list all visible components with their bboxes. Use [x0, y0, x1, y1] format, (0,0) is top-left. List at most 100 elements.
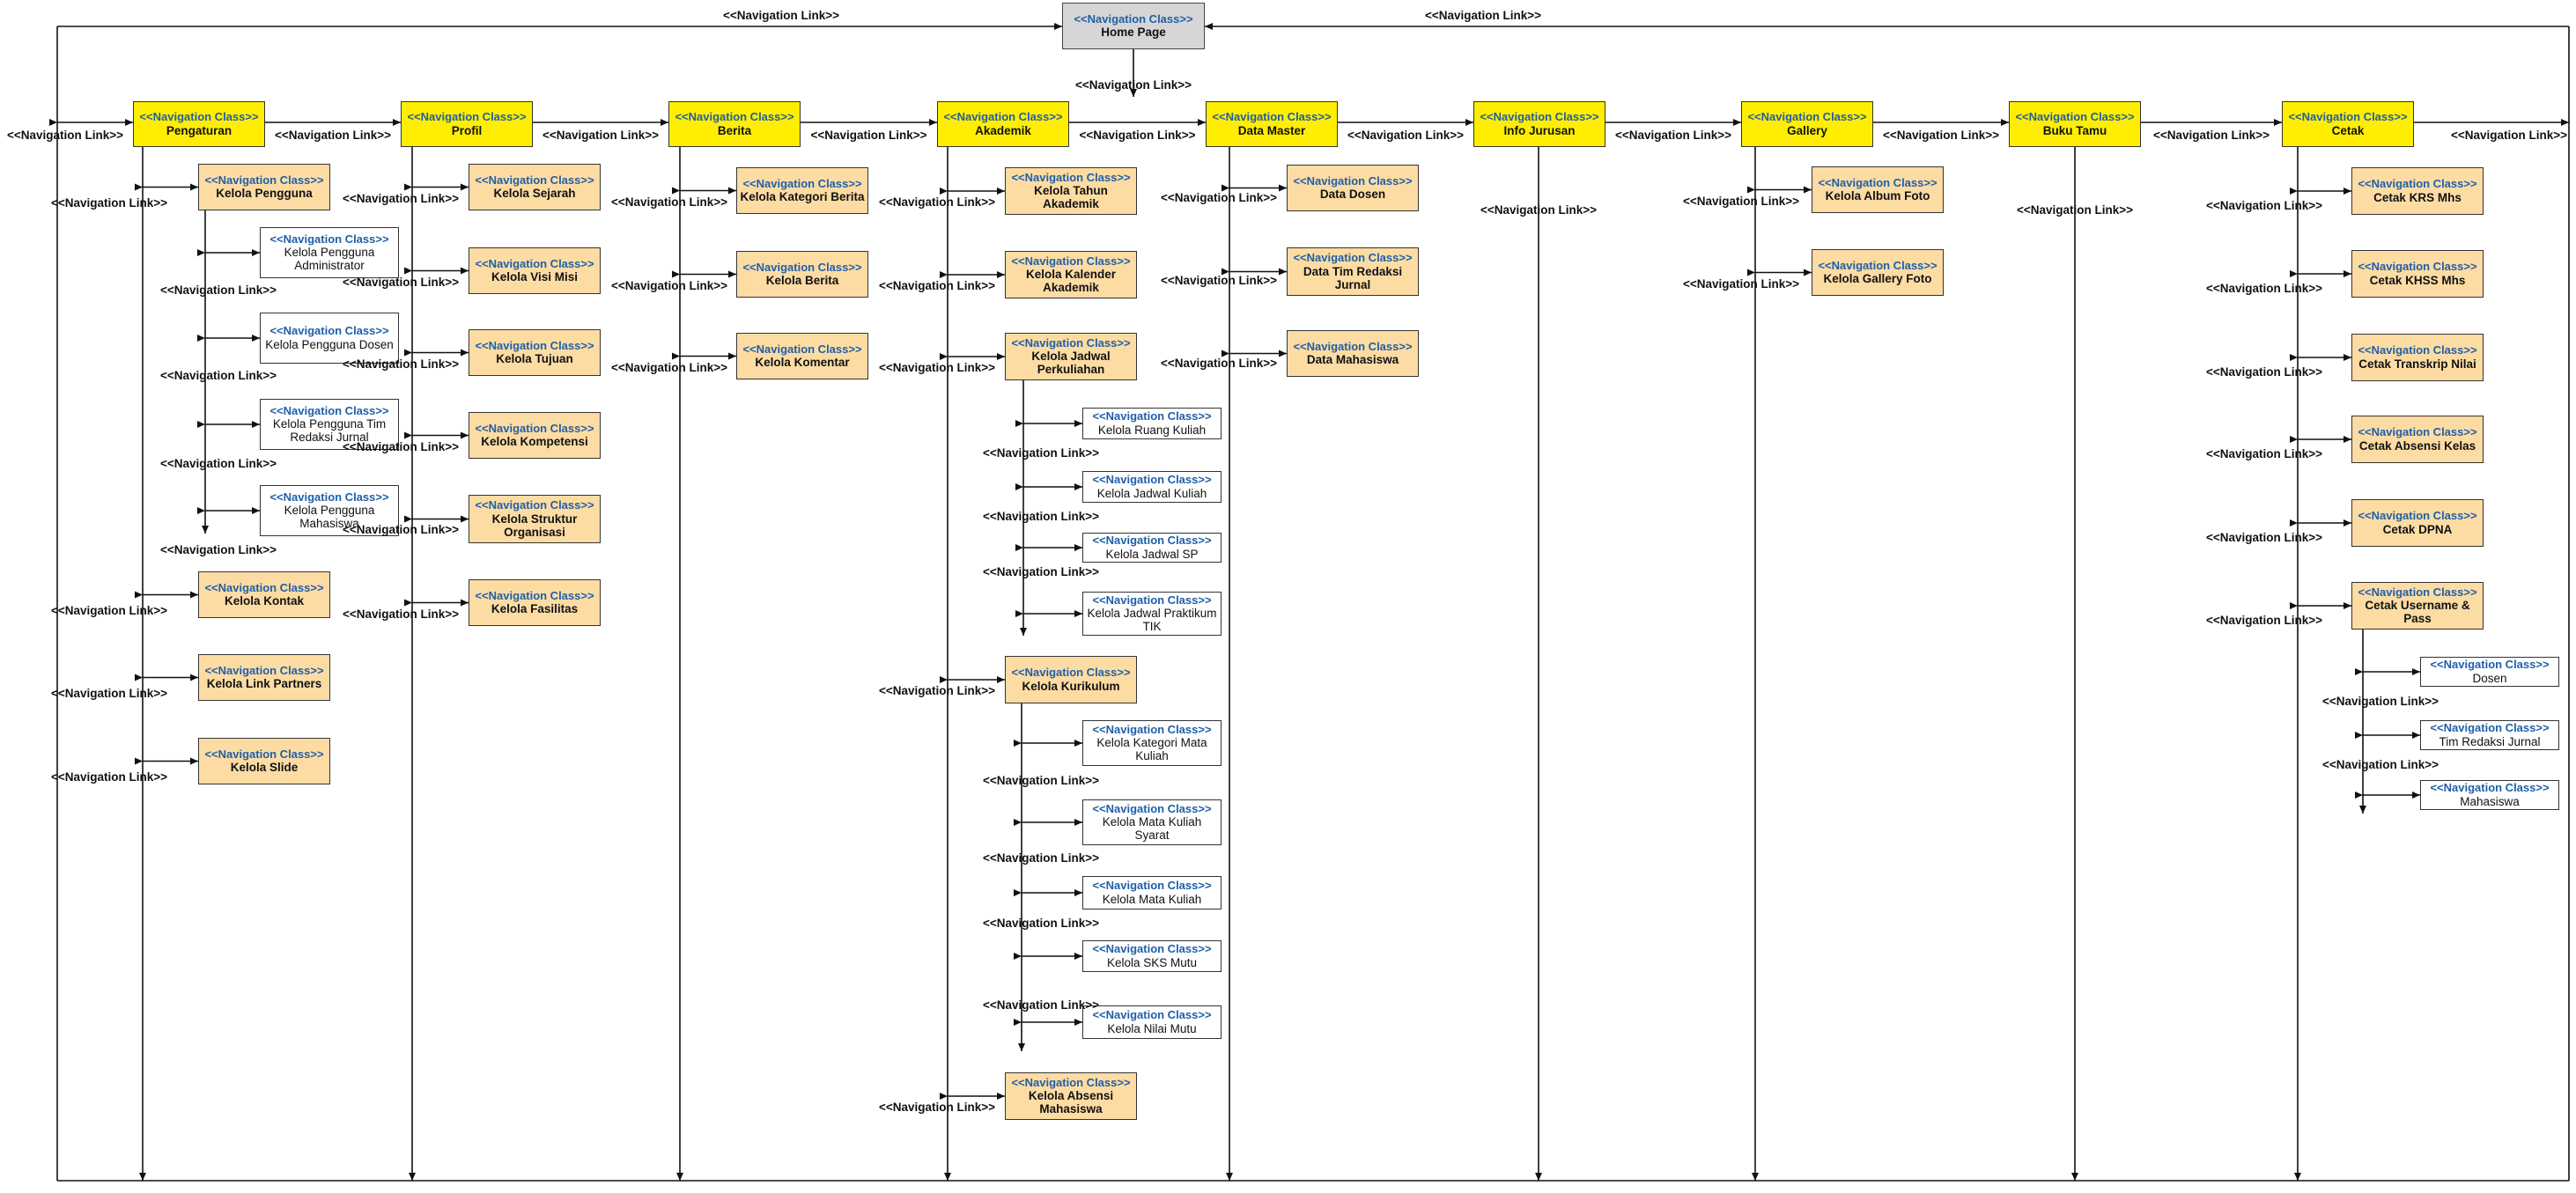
node-name: Cetak DPNA — [2382, 522, 2453, 536]
node-stereotype: <<Navigation Class>> — [204, 747, 324, 761]
node-kelola-pengguna-tim-redaksi-jurnal[interactable]: <<Navigation Class>>Kelola Pengguna Tim … — [260, 399, 399, 450]
node-mahasiswa[interactable]: <<Navigation Class>>Mahasiswa — [2420, 780, 2559, 810]
node-tim-redaksi-jurnal[interactable]: <<Navigation Class>>Tim Redaksi Jurnal — [2420, 720, 2559, 750]
navigation-link-label: <<Navigation Link>> — [50, 687, 168, 700]
node-kelola-jadwal-sp[interactable]: <<Navigation Class>>Kelola Jadwal SP — [1082, 533, 1222, 563]
node-name: Kelola Pengguna — [216, 187, 313, 201]
navigation-link-label: <<Navigation Link>> — [342, 276, 460, 289]
node-cetak-absensi-kelas[interactable]: <<Navigation Class>>Cetak Absensi Kelas — [2351, 416, 2484, 463]
node-name: Kelola Jadwal SP — [1105, 547, 1199, 561]
node-kelola-pengguna-administrator[interactable]: <<Navigation Class>>Kelola Pengguna Admi… — [260, 227, 399, 278]
node-akademik[interactable]: <<Navigation Class>>Akademik — [937, 101, 1069, 147]
node-stereotype: <<Navigation Class>> — [1212, 110, 1332, 124]
node-kelola-kategori-berita[interactable]: <<Navigation Class>>Kelola Kategori Beri… — [736, 167, 868, 214]
node-kelola-tujuan[interactable]: <<Navigation Class>>Kelola Tujuan — [469, 329, 601, 376]
navigation-link-label: <<Navigation Link>> — [6, 129, 124, 142]
node-stereotype: <<Navigation Class>> — [742, 260, 862, 274]
node-kelola-gallery-foto[interactable]: <<Navigation Class>>Kelola Gallery Foto — [1812, 249, 1944, 296]
node-kelola-kategori-mata-kuliah[interactable]: <<Navigation Class>>Kelola Kategori Mata… — [1082, 720, 1222, 766]
node-name: Berita — [717, 123, 752, 137]
node-stereotype: <<Navigation Class>> — [204, 580, 324, 594]
node-data-master[interactable]: <<Navigation Class>>Data Master — [1206, 101, 1338, 147]
node-cetak-khss-mhs[interactable]: <<Navigation Class>>Cetak KHSS Mhs — [2351, 250, 2484, 298]
node-kelola-kalender-akademik[interactable]: <<Navigation Class>>Kelola Kalender Akad… — [1005, 251, 1137, 298]
navigation-link-label: <<Navigation Link>> — [2152, 129, 2270, 142]
node-kelola-nilai-mutu[interactable]: <<Navigation Class>>Kelola Nilai Mutu — [1082, 1005, 1222, 1039]
navigation-link-label: <<Navigation Link>> — [2205, 365, 2323, 379]
node-kelola-mata-kuliah[interactable]: <<Navigation Class>>Kelola Mata Kuliah — [1082, 876, 1222, 909]
node-kelola-jadwal-perkuliahan[interactable]: <<Navigation Class>>Kelola Jadwal Perkul… — [1005, 333, 1137, 380]
navigation-link-label: <<Navigation Link>> — [159, 457, 277, 470]
node-berita[interactable]: <<Navigation Class>>Berita — [668, 101, 801, 147]
node-data-mahasiswa[interactable]: <<Navigation Class>>Data Mahasiswa — [1287, 330, 1419, 377]
node-kelola-berita[interactable]: <<Navigation Class>>Kelola Berita — [736, 251, 868, 298]
node-kelola-sks-mutu[interactable]: <<Navigation Class>>Kelola SKS Mutu — [1082, 940, 1222, 972]
node-kelola-pengguna-dosen[interactable]: <<Navigation Class>>Kelola Pengguna Dose… — [260, 313, 399, 364]
node-kelola-link-partners[interactable]: <<Navigation Class>>Kelola Link Partners — [198, 654, 330, 701]
node-kelola-album-foto[interactable]: <<Navigation Class>>Kelola Album Foto — [1812, 166, 1944, 213]
node-stereotype: <<Navigation Class>> — [269, 232, 389, 246]
node-kelola-visi-misi[interactable]: <<Navigation Class>>Kelola Visi Misi — [469, 247, 601, 294]
node-stereotype: <<Navigation Class>> — [204, 663, 324, 677]
node-cetak[interactable]: <<Navigation Class>>Cetak — [2282, 101, 2414, 147]
node-name: Data Dosen — [1319, 188, 1386, 202]
navigation-link-label: <<Navigation Link>> — [342, 192, 460, 205]
node-stereotype: <<Navigation Class>> — [1092, 942, 1212, 956]
navigation-link-label: <<Navigation Link>> — [2205, 614, 2323, 627]
node-stereotype: <<Navigation Class>> — [407, 110, 527, 124]
node-pengaturan[interactable]: <<Navigation Class>>Pengaturan — [133, 101, 265, 147]
navigation-link-label: <<Navigation Link>> — [878, 279, 996, 292]
node-name: Kelola Ruang Kuliah — [1097, 423, 1207, 437]
node-cetak-transkrip-nilai[interactable]: <<Navigation Class>>Cetak Transkrip Nila… — [2351, 334, 2484, 381]
node-home-page[interactable]: <<Navigation Class>>Home Page — [1062, 3, 1205, 49]
navigation-link-label: <<Navigation Link>> — [878, 1101, 996, 1114]
node-cetak-dpna[interactable]: <<Navigation Class>>Cetak DPNA — [2351, 499, 2484, 547]
navigation-link-label: <<Navigation Link>> — [159, 369, 277, 382]
node-kelola-absensi-mahasiswa[interactable]: <<Navigation Class>>Kelola Absensi Mahas… — [1005, 1072, 1137, 1120]
node-cetak-krs-mhs[interactable]: <<Navigation Class>>Cetak KRS Mhs — [2351, 167, 2484, 215]
node-name: Data Master — [1237, 123, 1306, 137]
node-data-tim-redaksi-jurnal[interactable]: <<Navigation Class>>Data Tim Redaksi Jur… — [1287, 247, 1419, 296]
node-dosen[interactable]: <<Navigation Class>>Dosen — [2420, 657, 2559, 687]
node-kelola-struktur-organisasi[interactable]: <<Navigation Class>>Kelola Struktur Orga… — [469, 495, 601, 543]
node-kelola-mata-kuliah-syarat[interactable]: <<Navigation Class>>Kelola Mata Kuliah S… — [1082, 799, 1222, 845]
node-kelola-ruang-kuliah[interactable]: <<Navigation Class>>Kelola Ruang Kuliah — [1082, 408, 1222, 439]
node-profil[interactable]: <<Navigation Class>>Profil — [401, 101, 533, 147]
node-stereotype: <<Navigation Class>> — [1293, 339, 1413, 353]
navigation-link-label: <<Navigation Link>> — [610, 195, 728, 209]
node-kelola-sejarah[interactable]: <<Navigation Class>>Kelola Sejarah — [469, 164, 601, 210]
node-cetak-username-pass[interactable]: <<Navigation Class>>Cetak Username & Pas… — [2351, 582, 2484, 630]
node-kelola-kontak[interactable]: <<Navigation Class>>Kelola Kontak — [198, 571, 330, 618]
node-gallery[interactable]: <<Navigation Class>>Gallery — [1741, 101, 1873, 147]
navigation-link-label: <<Navigation Link>> — [2205, 199, 2323, 212]
node-kelola-jadwal-praktikum-tik[interactable]: <<Navigation Class>>Kelola Jadwal Prakti… — [1082, 592, 1222, 636]
navigation-link-label: <<Navigation Link>> — [2205, 531, 2323, 544]
node-kelola-tahun-akademik[interactable]: <<Navigation Class>>Kelola Tahun Akademi… — [1005, 167, 1137, 215]
node-kelola-pengguna[interactable]: <<Navigation Class>>Kelola Pengguna — [198, 164, 330, 210]
node-stereotype: <<Navigation Class>> — [2430, 658, 2550, 672]
node-kelola-slide[interactable]: <<Navigation Class>>Kelola Slide — [198, 738, 330, 784]
navigation-link-label: <<Navigation Link>> — [1614, 129, 1732, 142]
node-stereotype: <<Navigation Class>> — [675, 110, 794, 124]
node-kelola-kurikulum[interactable]: <<Navigation Class>>Kelola Kurikulum — [1005, 656, 1137, 703]
node-kelola-komentar[interactable]: <<Navigation Class>>Kelola Komentar — [736, 333, 868, 379]
node-kelola-fasilitas[interactable]: <<Navigation Class>>Kelola Fasilitas — [469, 579, 601, 626]
node-data-dosen[interactable]: <<Navigation Class>>Data Dosen — [1287, 165, 1419, 211]
navigation-link-label: <<Navigation Link>> — [159, 543, 277, 556]
navigation-link-label: <<Navigation Link>> — [722, 9, 840, 22]
node-stereotype: <<Navigation Class>> — [1092, 473, 1212, 487]
node-kelola-pengguna-mahasiswa[interactable]: <<Navigation Class>>Kelola Pengguna Maha… — [260, 485, 399, 536]
node-stereotype: <<Navigation Class>> — [1011, 666, 1131, 680]
node-stereotype: <<Navigation Class>> — [2358, 509, 2477, 523]
node-buku-tamu[interactable]: <<Navigation Class>>Buku Tamu — [2009, 101, 2141, 147]
node-stereotype: <<Navigation Class>> — [475, 173, 594, 187]
node-stereotype: <<Navigation Class>> — [1092, 879, 1212, 893]
navigation-link-label: <<Navigation Link>> — [342, 357, 460, 371]
node-name: Kelola Link Partners — [206, 677, 322, 691]
node-stereotype: <<Navigation Class>> — [475, 421, 594, 435]
node-name: Kelola Pengguna Mahasiswa — [284, 504, 375, 531]
node-kelola-jadwal-kuliah[interactable]: <<Navigation Class>>Kelola Jadwal Kuliah — [1082, 471, 1222, 503]
node-kelola-kompetensi[interactable]: <<Navigation Class>>Kelola Kompetensi — [469, 412, 601, 459]
node-info-jurusan[interactable]: <<Navigation Class>>Info Jurusan — [1473, 101, 1605, 147]
